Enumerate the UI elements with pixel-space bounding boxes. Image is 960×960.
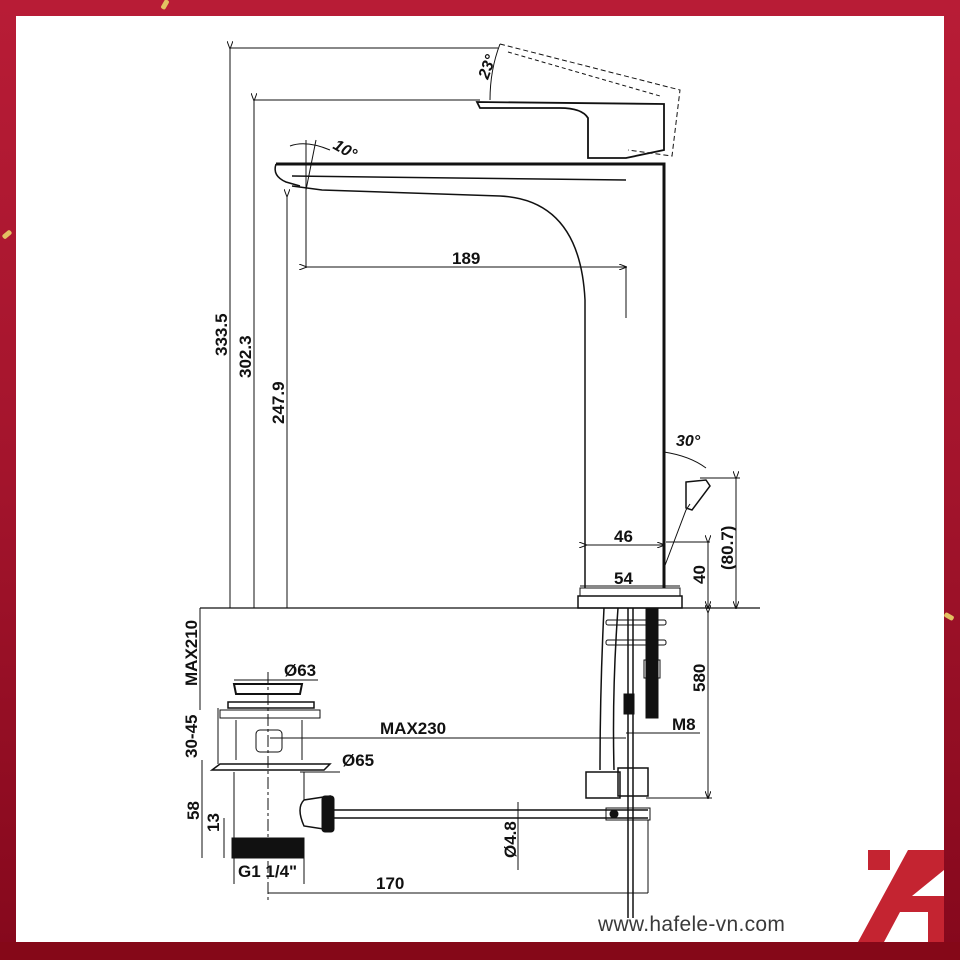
drawing-panel: [16, 16, 944, 942]
adjust-range-label: 30-45: [182, 715, 201, 758]
flange-diameter-label: Ø65: [342, 751, 374, 770]
hose-length-label: 580: [690, 664, 709, 692]
website-url[interactable]: www.hafele-vn.com: [598, 913, 786, 936]
body-width-label: 46: [614, 527, 633, 546]
waste-thread-label: G1 1/4": [238, 862, 297, 881]
spout-reach-label: 189: [452, 249, 480, 268]
rod-length-label: 170: [376, 874, 404, 893]
hafele-a-logo-icon: [858, 850, 944, 942]
handle-angle-label: 23°: [475, 52, 500, 82]
thread-m8-label: M8: [672, 715, 696, 734]
spout-height-label: 247.9: [269, 381, 288, 424]
spout-angle-label: 10°: [330, 137, 360, 164]
rod-diameter-label: Ø4.8: [501, 821, 520, 858]
cap-diameter-label: Ø63: [284, 661, 316, 680]
pop-up-reach-label: MAX230: [380, 719, 446, 738]
overall-height-label: 333.5: [212, 313, 231, 356]
thread-height-label: 13: [204, 813, 223, 832]
lever-angle-label: 30°: [676, 433, 701, 450]
max-counter-thickness-label: MAX210: [182, 620, 201, 686]
base-width-label: 54: [614, 569, 633, 588]
waste-height-label: 58: [184, 801, 203, 820]
bottom-frame-band: [0, 942, 960, 960]
handle-height-label: 302.3: [236, 335, 255, 378]
lever-pivot-height-label: (80.7): [718, 526, 737, 570]
base-to-pivot-label: 40: [690, 565, 709, 584]
